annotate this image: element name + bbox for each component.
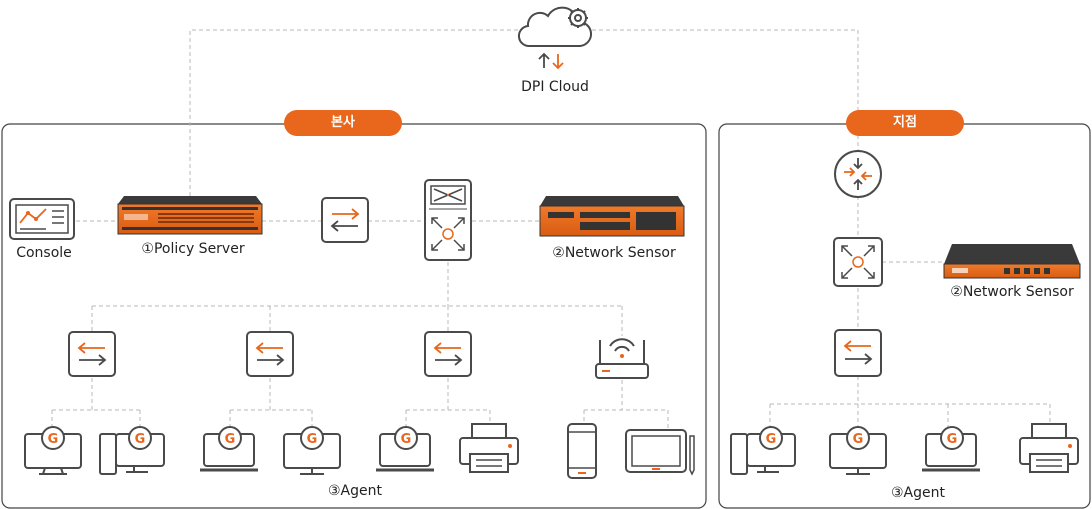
monitor-agent-icon: G: [829, 426, 887, 475]
switch-icon: [321, 197, 369, 243]
svg-text:G: G: [947, 432, 958, 447]
router-icon: [834, 150, 882, 198]
svg-text:G: G: [766, 432, 777, 447]
svg-text:G: G: [853, 432, 864, 447]
network-sensor-icon: [943, 244, 1081, 279]
hq-agent-label: ③Agent: [328, 483, 382, 499]
desktop-agent-icon: G: [24, 426, 82, 475]
pc-tower-agent-icon: G: [730, 426, 796, 475]
switch-icon: [68, 331, 116, 377]
hq-network-sensor-label: ②Network Sensor: [552, 245, 676, 261]
svg-text:G: G: [307, 432, 318, 447]
monitor-agent-icon: G: [283, 426, 341, 475]
laptop-agent-icon: G: [376, 426, 434, 472]
svg-text:G: G: [135, 432, 146, 447]
hq-title-pill: 본사: [284, 110, 402, 136]
wifi-router-icon: [595, 338, 649, 379]
switch-icon: [424, 331, 472, 377]
branch-agent-label: ③Agent: [891, 485, 945, 501]
smartphone-icon: [567, 423, 597, 479]
laptop-agent-icon: G: [922, 426, 980, 472]
network-sensor-icon: [539, 196, 685, 237]
branch-title-pill: 지점: [846, 110, 964, 136]
dpi-cloud-icon: [518, 6, 592, 70]
laptop-agent-icon: G: [200, 426, 258, 472]
switch-icon: [246, 331, 294, 377]
tablet-icon: [625, 429, 695, 476]
console-label: Console: [16, 245, 72, 261]
printer-icon: [459, 423, 519, 473]
switch-icon: [834, 329, 882, 377]
console-icon: [9, 198, 75, 240]
svg-text:G: G: [48, 432, 59, 447]
core-switch-icon: [833, 237, 883, 287]
core-switch-icon: [424, 179, 472, 261]
svg-text:G: G: [401, 432, 412, 447]
policy-server-label: ①Policy Server: [141, 241, 245, 257]
branch-network-sensor-label: ②Network Sensor: [950, 284, 1074, 300]
svg-text:G: G: [225, 432, 236, 447]
policy-server-icon: [117, 196, 263, 235]
printer-icon: [1019, 423, 1079, 473]
pc-tower-agent-icon: G: [99, 426, 165, 475]
cloud-label: DPI Cloud: [521, 79, 589, 95]
